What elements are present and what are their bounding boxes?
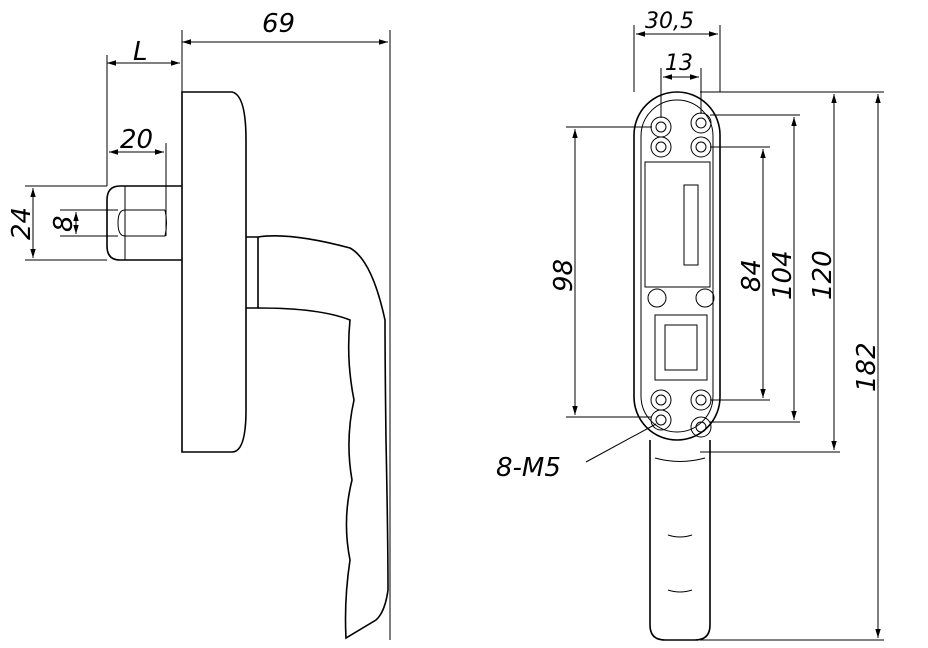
dim-spindle-height: 24 — [7, 207, 37, 240]
rose-plate — [181, 91, 247, 453]
base-plate — [633, 91, 721, 441]
handle-grip — [649, 440, 711, 641]
dim-spindle-slot-length: 20 — [120, 125, 153, 155]
dim-inner-holes: 84 — [737, 259, 767, 292]
gear-housing — [644, 161, 711, 288]
handle-lever — [257, 235, 389, 640]
dim-cover-length: 104 — [768, 250, 798, 300]
front-view: 30,5 13 98 84 104 120 182 8-M5 — [496, 9, 884, 641]
dim-outer-holes: 98 — [549, 259, 579, 292]
dim-hole-spacing: 13 — [665, 51, 693, 76]
dim-overall-depth: 69 — [262, 9, 295, 39]
side-view: 69 L 20 24 8 — [7, 9, 391, 640]
screw-callout: 8-M5 — [496, 453, 561, 483]
handle-neck — [246, 236, 259, 309]
dim-plate-width: 30,5 — [645, 9, 694, 34]
dim-total-length: 182 — [852, 342, 882, 392]
dim-slot-width: 8 — [49, 215, 79, 232]
dim-spindle-length: L — [133, 37, 148, 67]
dim-plate-length: 120 — [808, 250, 838, 300]
spindle — [106, 185, 182, 261]
